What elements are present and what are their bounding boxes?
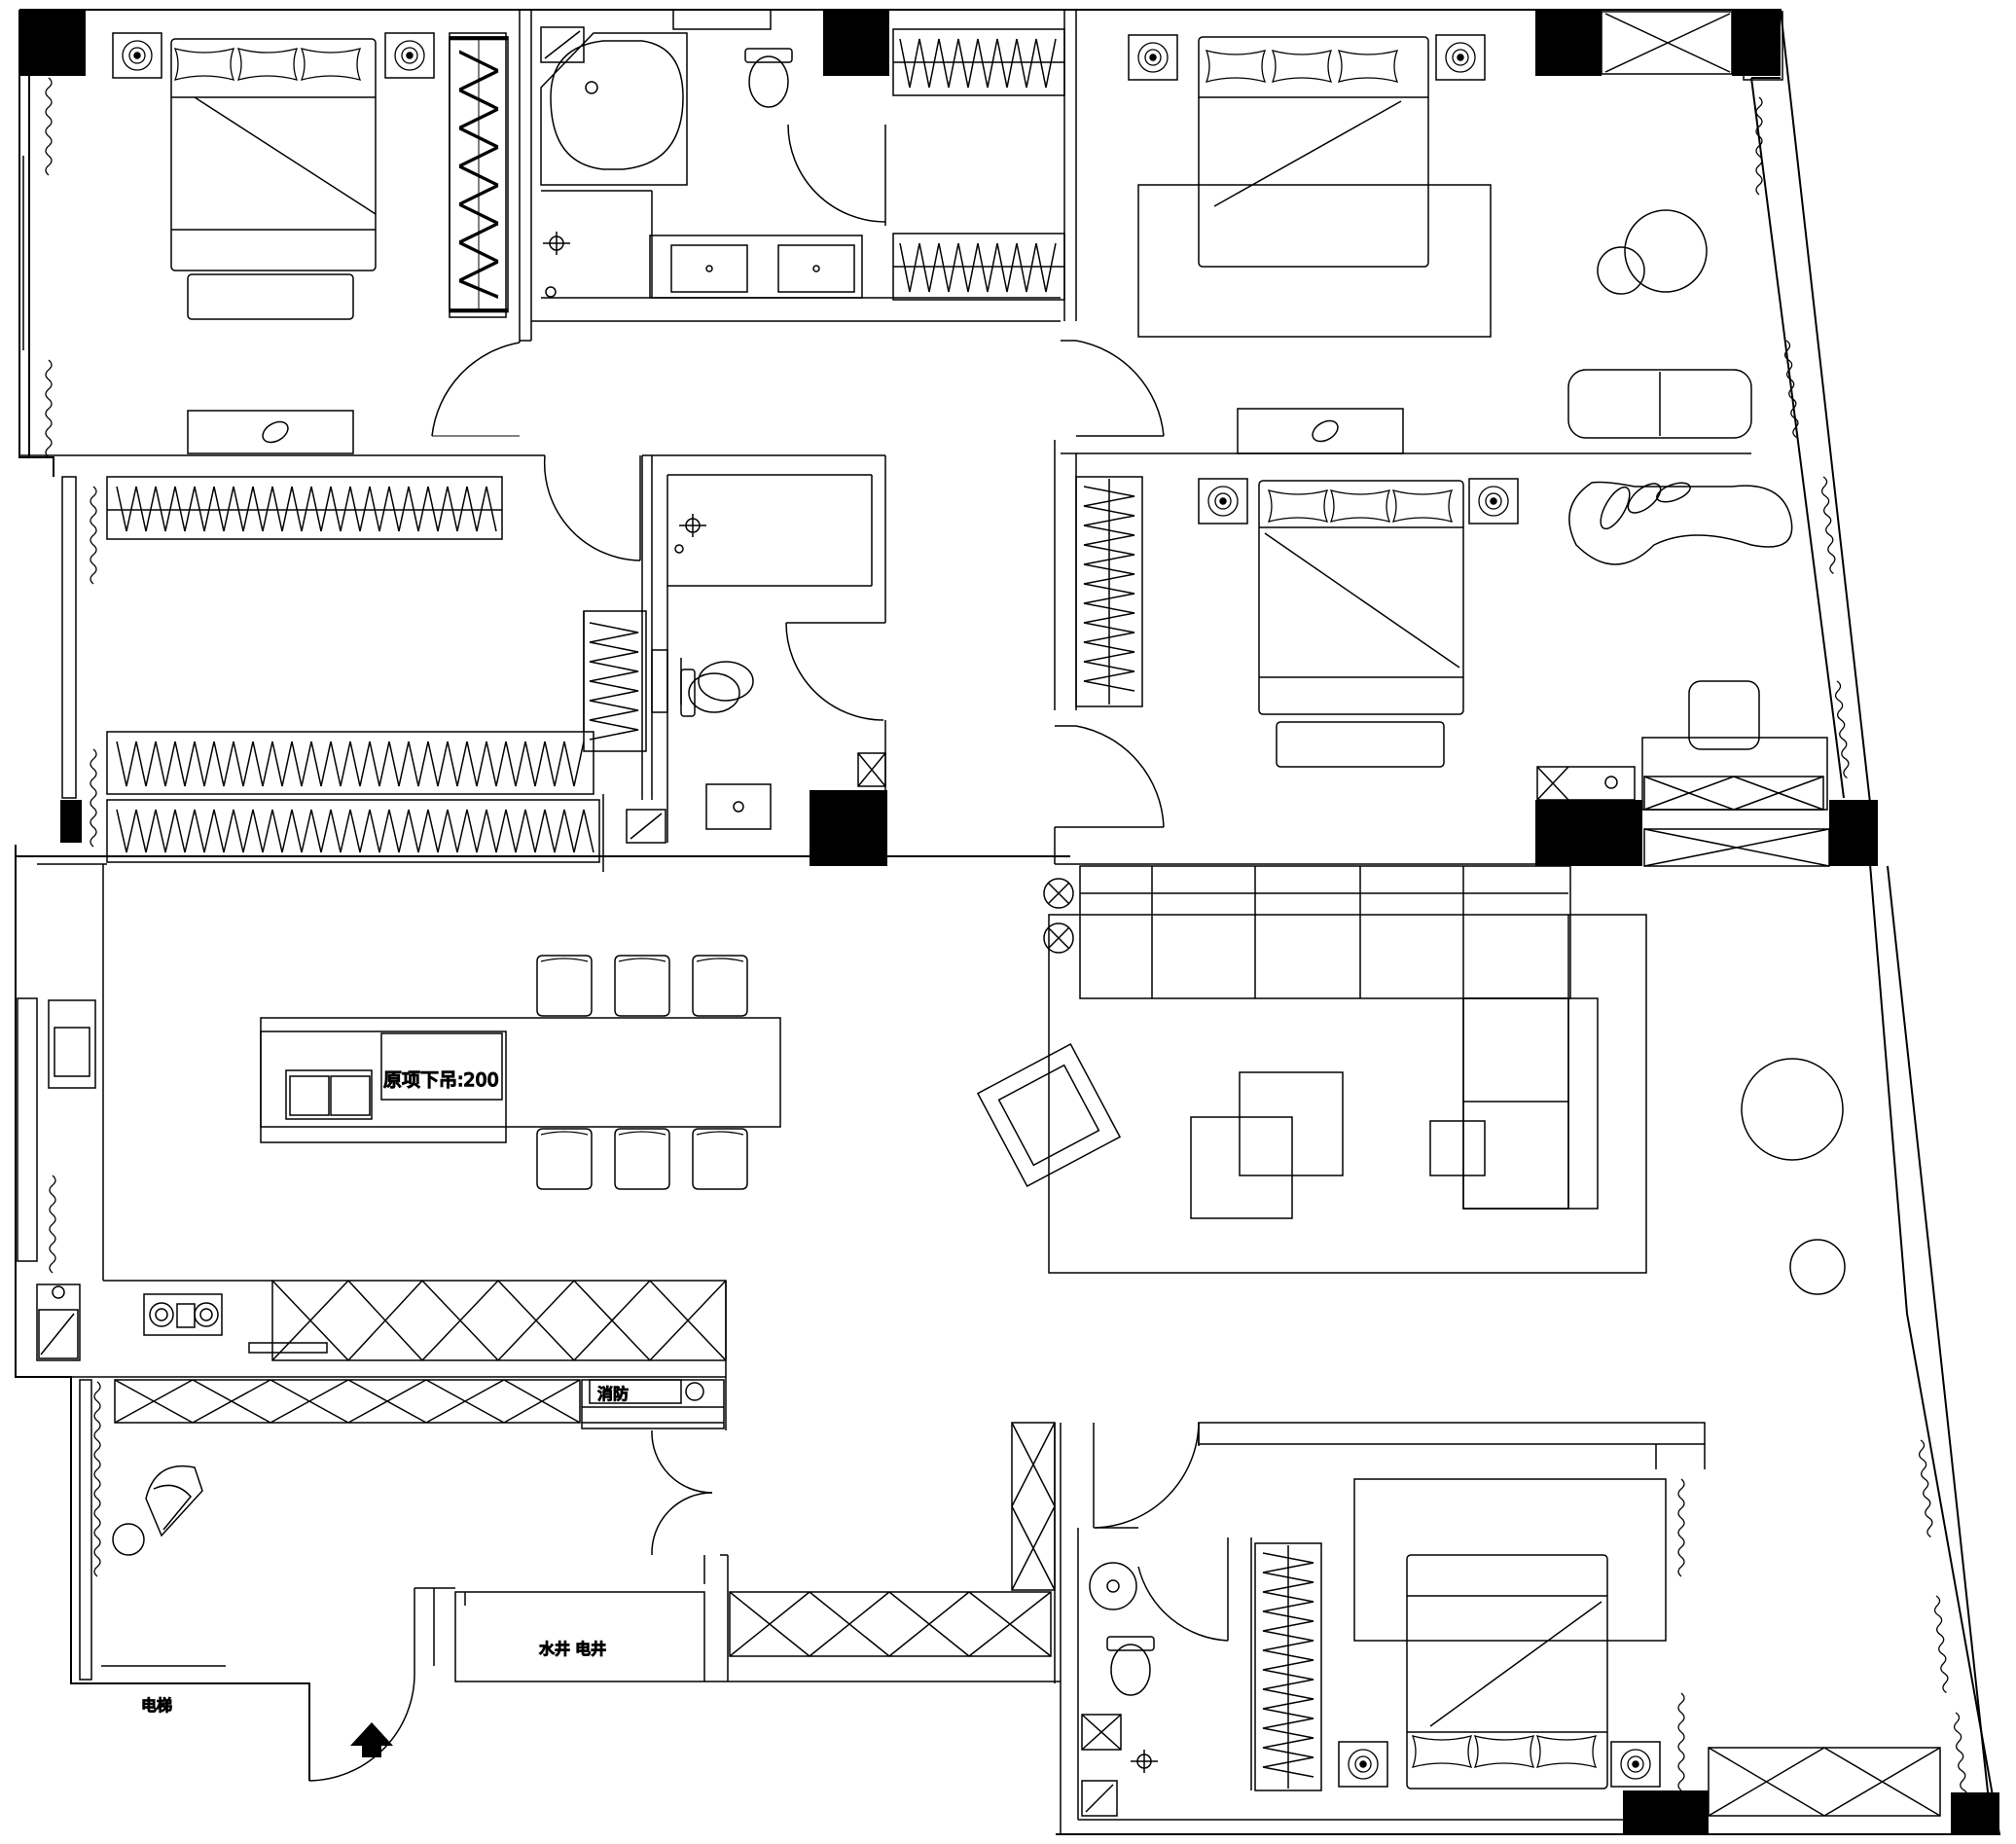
master-bathroom (531, 9, 1061, 322)
bedroom-top-right (1061, 11, 1801, 454)
shaft-label: 水井 电井 (539, 1640, 606, 1658)
entry-area: 电梯 水井 电井 (79, 1379, 1062, 1834)
bedroom-bottom-right (1077, 1422, 1970, 1821)
bedroom-top-left (19, 10, 545, 458)
elevator-label: 电梯 (141, 1696, 172, 1715)
wardrobes-top-center (892, 10, 1165, 437)
kitchen-dining: 原项下吊:200 (16, 863, 781, 1430)
fire-hydrant-label: 消防 (597, 1385, 629, 1403)
entry-arrow-icon (350, 1722, 393, 1757)
entry-cabinets: 消防 (114, 1379, 725, 1429)
structural-columns (19, 10, 1999, 1834)
living-room (976, 865, 1846, 1295)
walk-in-closet (61, 454, 666, 872)
ceiling-note: 原项下吊:200 (383, 1069, 499, 1091)
exterior-walls (15, 9, 2001, 1835)
guest-bathroom (642, 454, 886, 843)
bedroom-middle-right (1054, 440, 1852, 867)
